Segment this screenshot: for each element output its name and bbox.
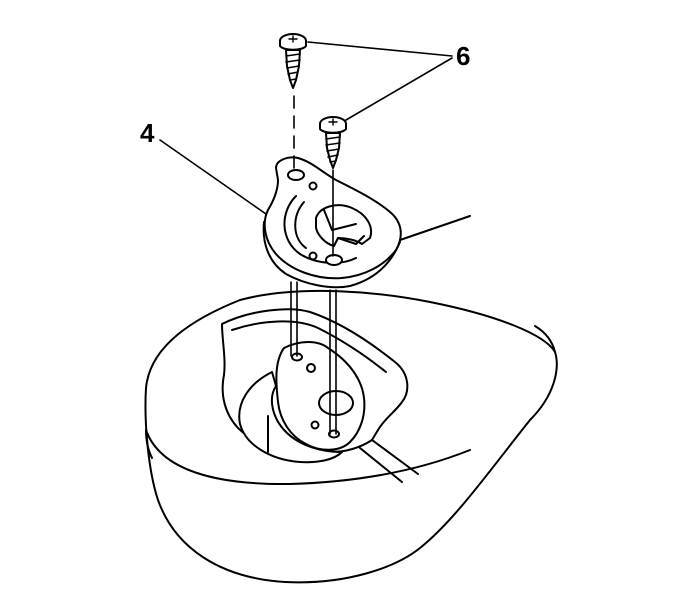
screw-right-threads [325, 136, 341, 163]
mounting-pocket-inner-rim [231, 320, 387, 373]
seat-crescent [238, 371, 343, 464]
seat-plate [275, 341, 366, 451]
bracket-hole-top [287, 169, 305, 181]
callout-label-4: 4 [140, 118, 155, 148]
callout-label-6: 6 [456, 41, 470, 71]
screw-left-threads [285, 53, 301, 81]
callout-leaders [159, 41, 453, 215]
pocket-channel-right-2 [359, 447, 403, 483]
bracket-center-opening [315, 204, 372, 247]
screw-right-recess [328, 118, 338, 126]
bracket-hole-small-b [308, 251, 318, 261]
screw-right [319, 116, 347, 169]
bracket-arc-slot-inner [294, 201, 307, 249]
housing-right-shoulder [399, 215, 471, 241]
housing-lower-lip [145, 429, 471, 486]
leader-4 [159, 139, 267, 215]
screw-left [279, 33, 307, 89]
bracket-hole-bottom [325, 254, 343, 266]
pocket-channel-right [371, 439, 419, 475]
leader-6-right-screw [345, 57, 453, 121]
housing-right-edge [534, 325, 556, 353]
screw-left-recess [288, 35, 298, 43]
alignment-lines [290, 95, 337, 435]
housing-lip-tail [145, 429, 153, 459]
seat-hole-small-b [310, 420, 320, 430]
bracket-lug [323, 209, 357, 231]
seat-hole-small-a [306, 363, 316, 373]
bracket-hole-small-a [308, 181, 318, 191]
leader-6-left-screw [307, 41, 453, 57]
bracket-lug-edge [337, 235, 365, 245]
